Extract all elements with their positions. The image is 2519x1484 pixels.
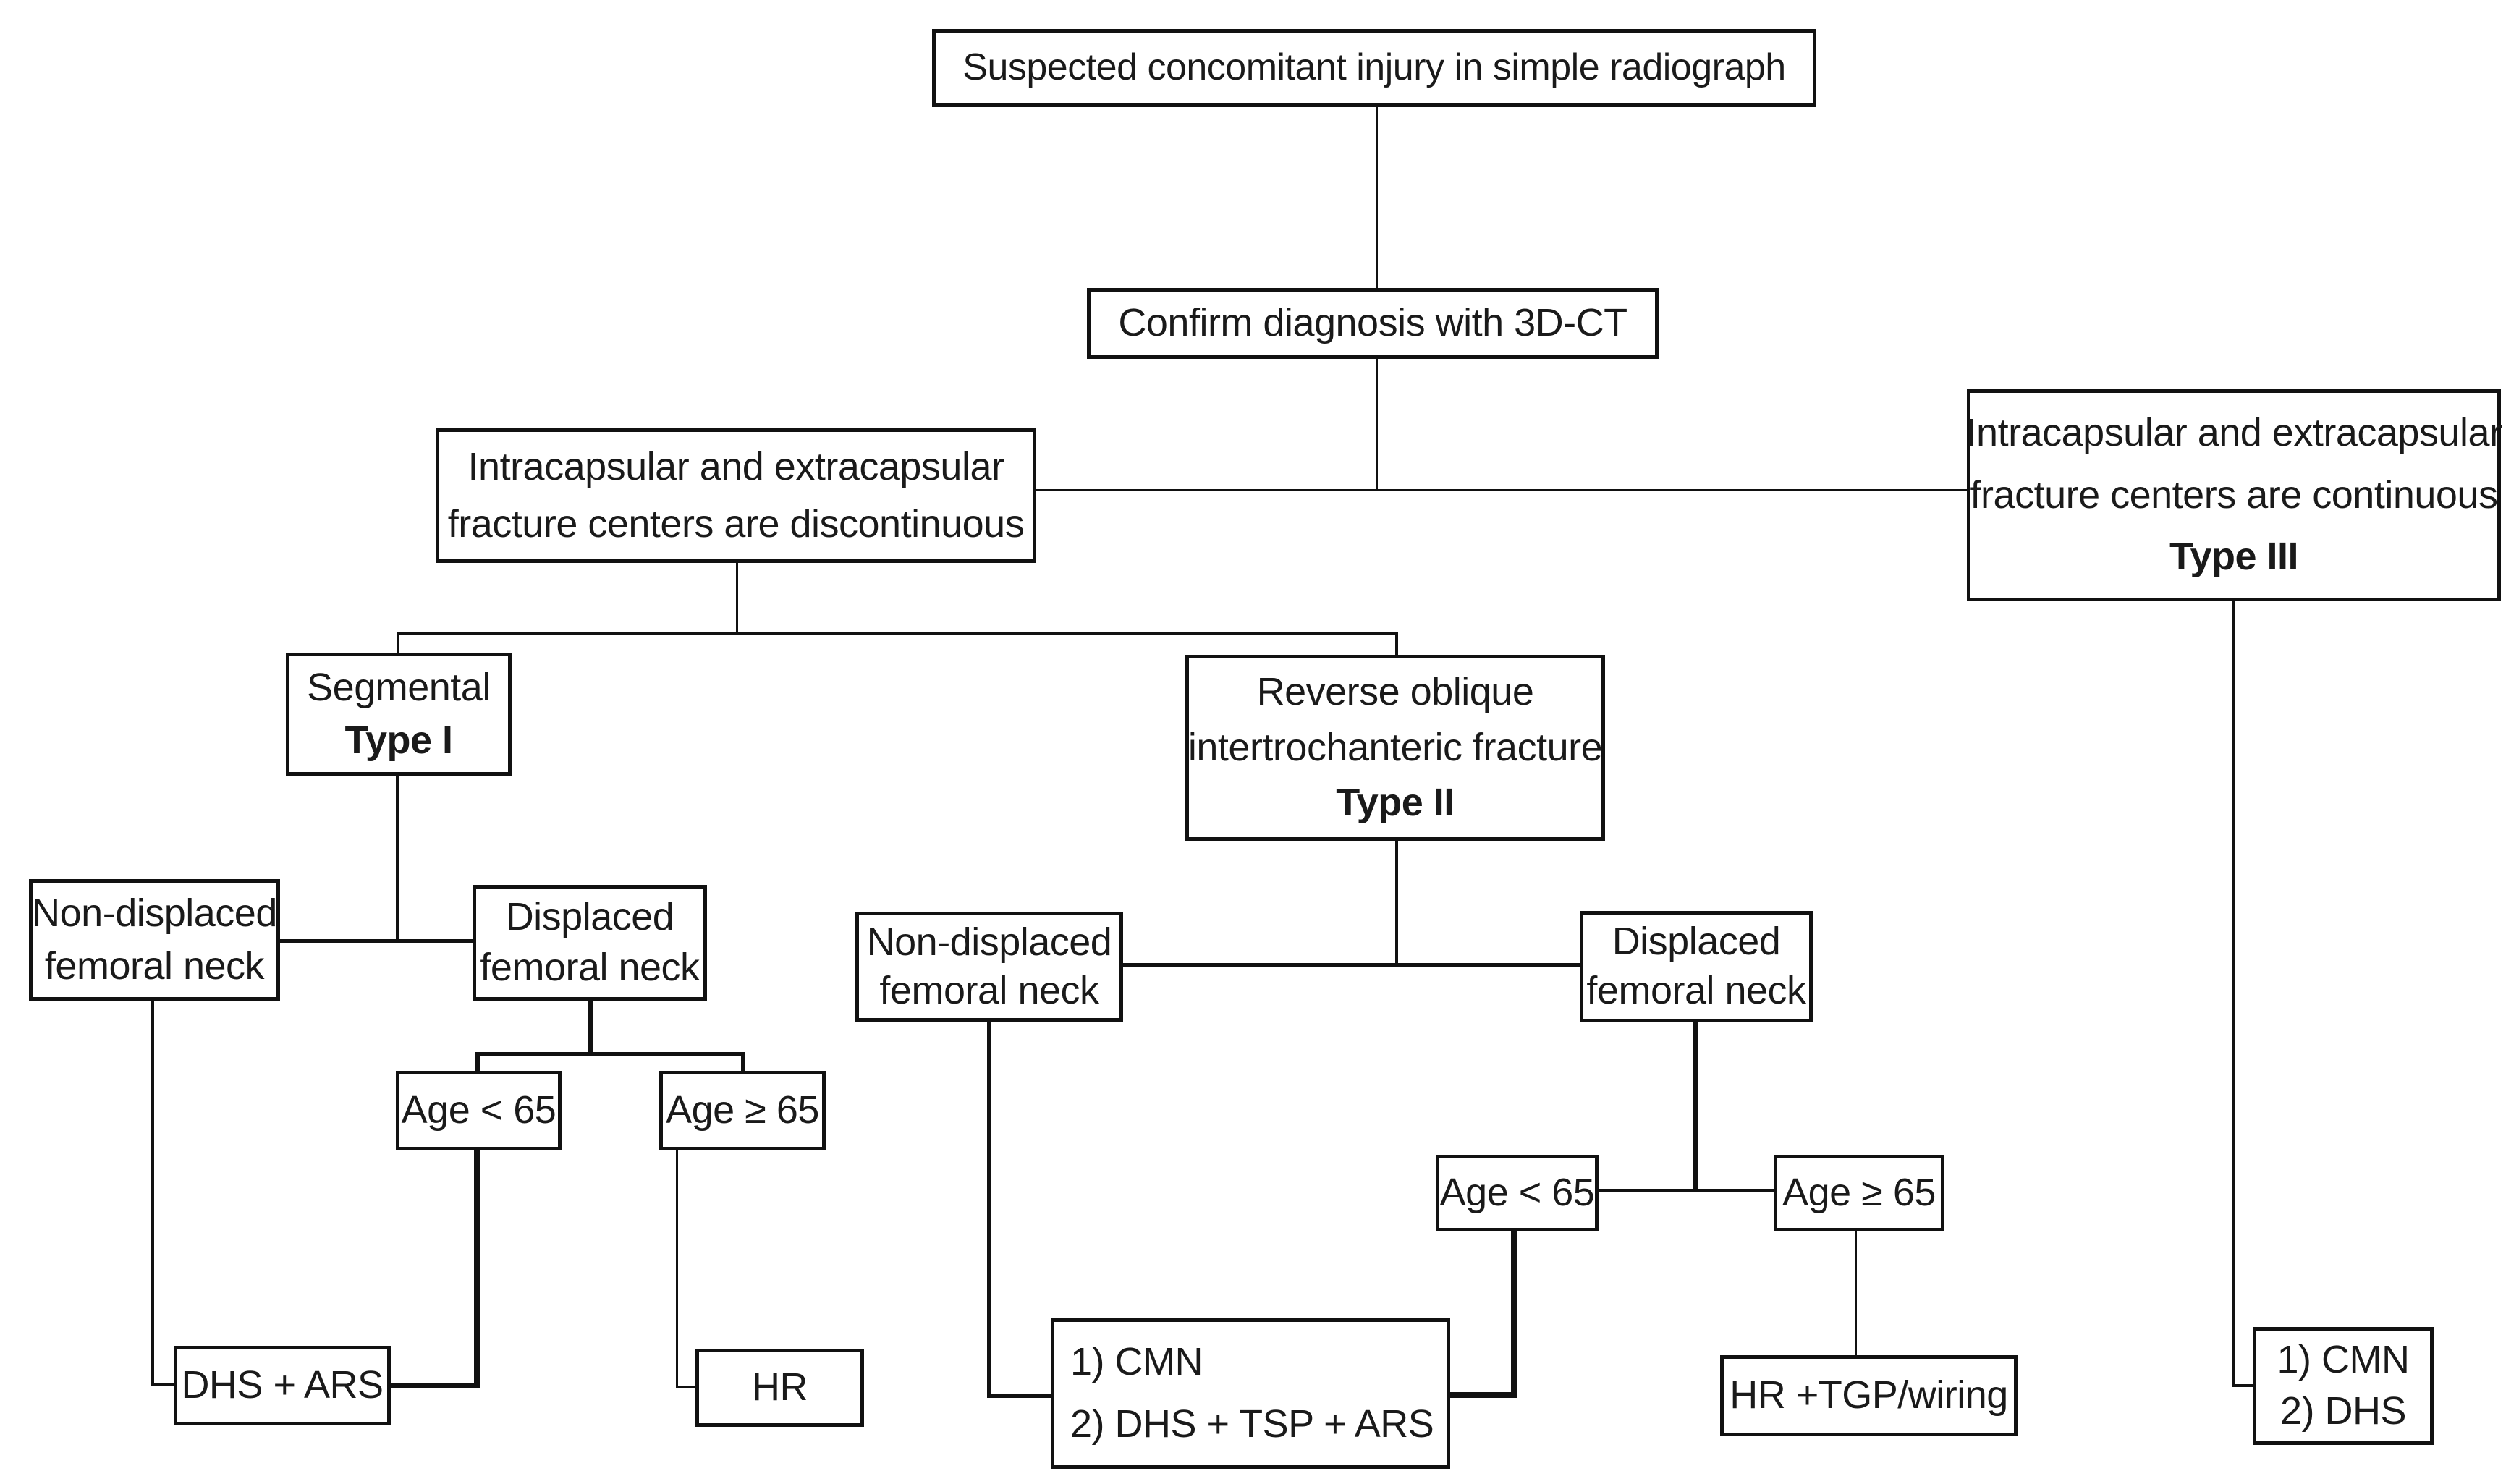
node-reverse-oblique-type2-label: Reverse oblique <box>1256 670 1534 714</box>
connector-age-split-right-horizontal <box>1597 1189 1775 1192</box>
node-age-ge65-left-label: Age ≥ 65 <box>666 1088 819 1132</box>
node-suspected-injury-label: Suspected concomitant injury in simple r… <box>962 46 1786 89</box>
connector-age-split-left-horizontal <box>475 1052 743 1056</box>
node-segmental-type1-label: Segmental <box>307 665 491 709</box>
node-reverse-oblique-type2-label: intertrochanteric fracture <box>1187 725 1603 769</box>
node-discontinuous-label: Intracapsular and extracapsular <box>467 445 1004 489</box>
connector-dleft-drop <box>588 999 593 1056</box>
node-age-ge65-left: Age ≥ 65 <box>659 1071 826 1150</box>
node-segmental-type1-label: Type I <box>344 718 453 762</box>
node-discontinuous-label: fracture centers are discontinuous <box>447 501 1025 546</box>
connector-ndmid-drop <box>987 1020 991 1398</box>
connector-type1-neck-horizontal <box>279 939 474 943</box>
node-discontinuous: Intracapsular and extracapsular fracture … <box>436 428 1036 563</box>
node-cmn-dhs-label: 2) DHS <box>2279 1389 2407 1433</box>
node-reverse-oblique-type2: Reverse oblique intertrochanteric fractur… <box>1185 655 1605 841</box>
connector-branch-to-reverse <box>1395 632 1398 658</box>
connector-agege-left-to-hr <box>676 1386 697 1388</box>
node-cmn-dhs: 1) CMN 2) DHS <box>2253 1327 2434 1445</box>
connector-type2-neck-horizontal <box>1122 963 1581 967</box>
connector-type3-to-cmndhs <box>2232 1384 2254 1387</box>
node-displaced-right-label: femoral neck <box>1586 969 1806 1013</box>
connector-type3-drop <box>2232 600 2235 1387</box>
connector-agelt-left-to-dhsars <box>389 1383 480 1388</box>
connector-ndmid-to-cmn <box>987 1394 1052 1398</box>
connector-discontinuous-drop <box>736 561 738 635</box>
connector-split-to-agelt-left <box>475 1052 480 1072</box>
node-continuous-type3-label: Intracapsular and extracapsular <box>1965 411 2502 455</box>
node-hr: HR <box>695 1349 864 1427</box>
node-nondisplaced-mid-label: Non-displaced <box>866 920 1112 964</box>
node-continuous-type3-label: Type III <box>2169 535 2299 579</box>
connector-ndleft-to-dhsars <box>151 1383 175 1386</box>
connector-agege-right-drop <box>1855 1230 1857 1357</box>
connector-agege-left-drop <box>676 1149 678 1388</box>
connector-split-horizontal <box>1035 489 1968 491</box>
node-displaced-left-label: Displaced <box>505 895 674 939</box>
node-cmn-dhs-tsp-ars-label: 1) CMN <box>1070 1340 1203 1384</box>
node-displaced-right: Displaced femoral neck <box>1580 911 1813 1022</box>
node-hr-tgp-wiring: HR +TGP/wiring <box>1720 1355 2018 1436</box>
connector-agelt-right-drop <box>1511 1230 1517 1398</box>
node-displaced-left-label: femoral neck <box>480 946 700 990</box>
connector-segmental-drop <box>396 774 399 942</box>
node-age-lt65-left-label: Age < 65 <box>401 1088 556 1132</box>
connector-reverse-drop <box>1395 839 1398 966</box>
connector-ndleft-drop <box>151 999 154 1386</box>
connector-branch-to-segmental <box>397 632 399 656</box>
node-continuous-type3: Intracapsular and extracapsular fracture … <box>1965 389 2502 601</box>
node-nondisplaced-left-label: femoral neck <box>44 944 265 988</box>
node-continuous-type3-label: fracture centers are continuous <box>1970 472 2498 517</box>
node-dhs-ars: DHS + ARS <box>174 1346 391 1425</box>
node-confirm-3dct: Confirm diagnosis with 3D-CT <box>1087 288 1659 359</box>
connector-confirm-to-split <box>1376 357 1378 491</box>
node-displaced-left: Displaced femoral neck <box>473 885 707 1001</box>
node-age-lt65-left: Age < 65 <box>396 1071 562 1150</box>
node-age-ge65-right-label: Age ≥ 65 <box>1782 1171 1936 1215</box>
connector-agelt-left-drop <box>474 1149 480 1388</box>
node-age-ge65-right: Age ≥ 65 <box>1774 1155 1944 1231</box>
node-age-lt65-right: Age < 65 <box>1436 1155 1599 1231</box>
connector-type12-branch-horizontal <box>397 632 1398 635</box>
node-displaced-right-label: Displaced <box>1612 920 1781 964</box>
node-nondisplaced-left-label: Non-displaced <box>32 891 277 936</box>
connector-dright-drop <box>1693 1021 1698 1192</box>
node-suspected-injury: Suspected concomitant injury in simple r… <box>932 29 1816 107</box>
node-age-lt65-right-label: Age < 65 <box>1439 1171 1595 1215</box>
node-dhs-ars-label: DHS + ARS <box>181 1363 384 1407</box>
node-hr-tgp-wiring-label: HR +TGP/wiring <box>1730 1373 2008 1417</box>
node-cmn-dhs-tsp-ars: 1) CMN 2) DHS + TSP + ARS <box>1051 1318 1450 1469</box>
connector-suspected-to-confirm <box>1376 107 1378 289</box>
node-nondisplaced-mid-label: femoral neck <box>879 968 1099 1012</box>
connector-agelt-right-to-cmn <box>1449 1392 1514 1398</box>
node-hr-label: HR <box>752 1365 808 1409</box>
node-cmn-dhs-tsp-ars-label: 2) DHS + TSP + ARS <box>1070 1402 1434 1446</box>
node-cmn-dhs-label: 1) CMN <box>2277 1338 2410 1382</box>
node-confirm-3dct-label: Confirm diagnosis with 3D-CT <box>1118 301 1627 345</box>
connector-split-to-agege-left <box>741 1052 745 1072</box>
node-nondisplaced-left: Non-displaced femoral neck <box>29 879 280 1001</box>
node-reverse-oblique-type2-label: Type II <box>1336 781 1455 825</box>
